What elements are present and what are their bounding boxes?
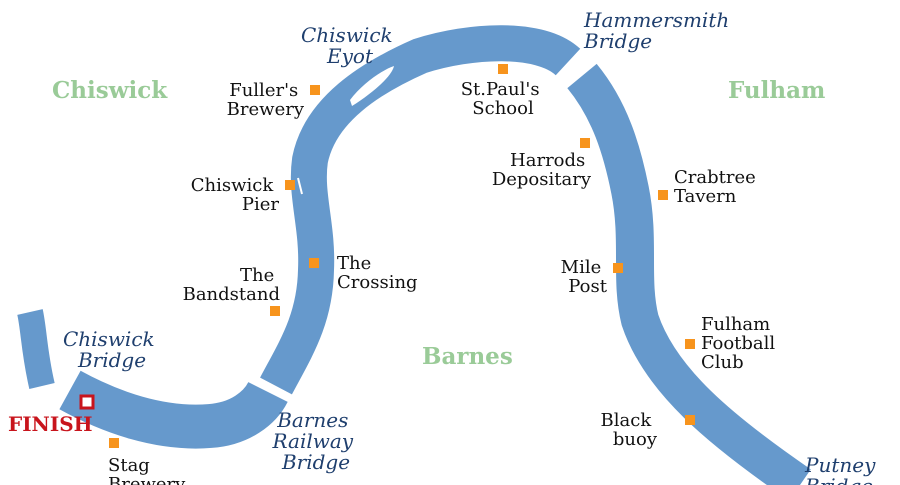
label-harrods-depositary: Harrods Depositary — [492, 150, 592, 190]
marker-fullers-brewery — [310, 85, 320, 95]
label-chiswick-pier: Chiswick Pier — [191, 175, 280, 215]
label-the-bandstand: The Bandstand — [183, 265, 280, 305]
marker-fulham-football-club — [685, 339, 695, 349]
river-segment-hammersmith-to-putney — [567, 63, 811, 485]
marker-stag-brewery — [109, 438, 119, 448]
label-putney-bridge: Putney Bridge — [804, 453, 882, 485]
marker-mile-post — [613, 263, 623, 273]
finish-label: FINISH — [8, 412, 93, 436]
district-chiswick: Chiswick — [52, 77, 168, 104]
marker-chiswick-pier — [285, 180, 295, 190]
river-segment-chiswick-to-barnes — [59, 370, 288, 449]
river-segment-barnes-to-hammersmith — [260, 25, 581, 395]
chiswick-eyot-island — [350, 66, 394, 106]
district-barnes: Barnes — [422, 343, 513, 370]
district-fulham: Fulham — [728, 77, 825, 104]
river-segment-upstream — [17, 309, 55, 389]
chiswick-pier-jetty — [297, 177, 303, 195]
label-crabtree-tavern: Crabtree Tavern — [674, 167, 762, 207]
label-chiswick-bridge: Chiswick Bridge — [63, 327, 161, 372]
river-thames — [17, 25, 811, 485]
label-stag-brewery: Stag Brewery — [108, 455, 186, 485]
marker-crabtree-tavern — [658, 190, 668, 200]
label-mile-post: Mile Post — [561, 257, 608, 297]
label-fullers-brewery: Fuller's Brewery — [227, 80, 305, 120]
label-barnes-railway-bridge: Barnes Railway Bridge — [272, 408, 360, 474]
marker-harrods-depositary — [580, 138, 590, 148]
label-the-crossing: The Crossing — [337, 253, 418, 293]
landmark-markers — [109, 64, 695, 448]
marker-st-pauls-school — [498, 64, 508, 74]
marker-the-crossing — [309, 258, 319, 268]
label-black-buoy: Black buoy — [601, 410, 658, 450]
label-chiswick-eyot: Chiswick Eyot — [301, 23, 399, 68]
marker-the-bandstand — [270, 306, 280, 316]
finish-square-icon — [79, 394, 95, 410]
label-hammersmith-bridge: Hammersmith Bridge — [583, 8, 736, 53]
label-fulham-football-club: Fulham Football Club — [701, 314, 781, 373]
label-st-pauls-school: St.Paul's School — [461, 79, 546, 119]
marker-black-buoy — [685, 415, 695, 425]
